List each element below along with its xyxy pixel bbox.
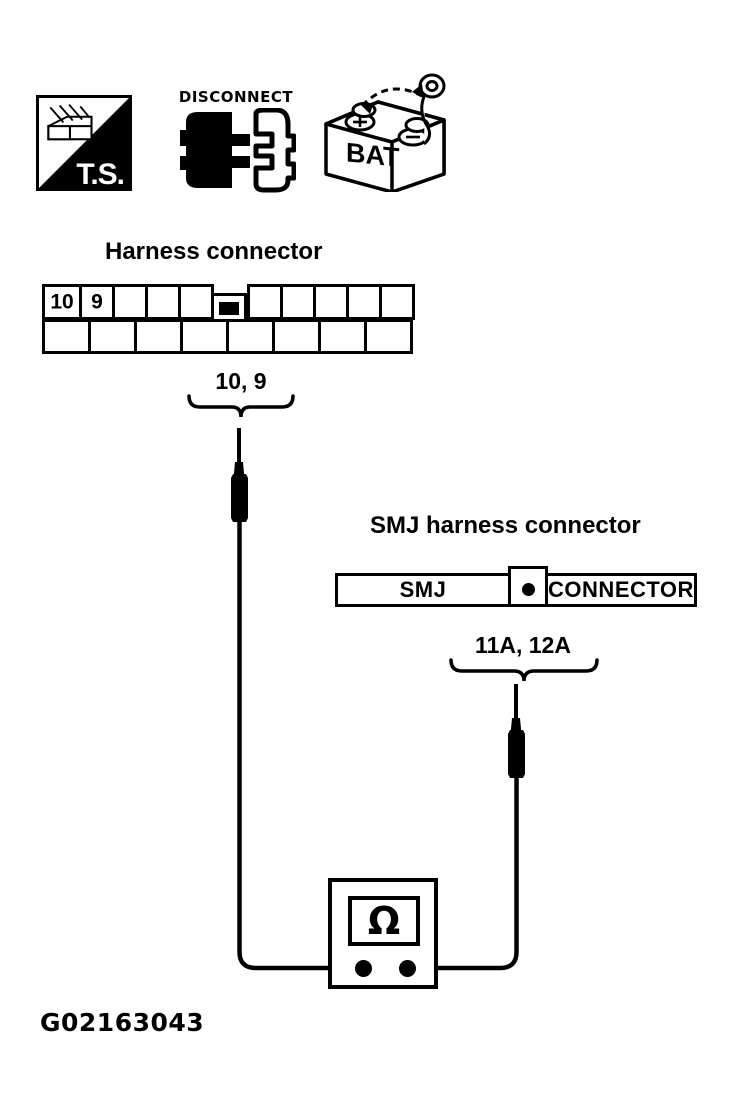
disconnect-label: DISCONNECT <box>178 88 294 106</box>
harness-pin-cell[interactable] <box>379 284 415 320</box>
harness-pin-cell[interactable] <box>145 284 181 320</box>
smj-connector-title: SMJ harness connector <box>370 512 641 539</box>
harness-pin-cell[interactable] <box>134 319 183 354</box>
disconnect-icon: DISCONNECT <box>176 88 296 193</box>
battery-graphic <box>324 73 446 194</box>
harness-pin-cell[interactable] <box>280 284 316 320</box>
ohmmeter[interactable]: Ω <box>328 878 438 989</box>
ohmmeter-terminal-right[interactable] <box>399 960 416 977</box>
harness-bottom-row <box>42 319 413 354</box>
harness-connector-grid: 10 9 <box>42 284 438 354</box>
smj-probe-label: 11A, 12A <box>475 632 571 658</box>
harness-connector-title: Harness connector <box>105 238 323 265</box>
smj-probe-brace <box>449 658 599 682</box>
harness-pin-cell[interactable] <box>88 319 137 354</box>
ohmmeter-display: Ω <box>348 896 420 946</box>
harness-pin-cell[interactable] <box>247 284 283 320</box>
terminal-side-icon: T.S. <box>36 95 132 191</box>
smj-connector-bar: SMJ CONNECTOR <box>335 566 697 607</box>
smj-right-segment[interactable]: CONNECTOR <box>545 573 697 607</box>
battery-icon: BAT <box>318 62 453 194</box>
harness-pin-cell[interactable]: 10 <box>42 284 82 320</box>
harness-pin-cell[interactable] <box>364 319 413 354</box>
harness-pin-cell[interactable] <box>226 319 275 354</box>
harness-probe-label: 10, 9 <box>215 368 267 394</box>
harness-probe-brace <box>187 394 295 418</box>
smj-dot-icon <box>521 583 535 596</box>
smj-left-segment[interactable]: SMJ <box>335 573 511 607</box>
ohmmeter-terminal-left[interactable] <box>355 960 372 977</box>
figure-id-label: G02163043 <box>40 1008 205 1037</box>
ohm-symbol: Ω <box>367 899 401 943</box>
smj-marker-cell[interactable] <box>508 566 548 607</box>
harness-pin-cell[interactable] <box>180 319 229 354</box>
harness-pin-number: 10 <box>50 290 74 314</box>
right-test-probe <box>508 684 525 778</box>
ts-diagonal-fill <box>39 98 129 188</box>
ts-icon-label: T.S. <box>76 158 125 191</box>
disconnect-plug-graphic <box>180 108 296 193</box>
harness-notch-bar <box>219 302 239 315</box>
harness-pin-cell[interactable]: 9 <box>79 284 115 320</box>
harness-pin-number: 9 <box>91 290 103 314</box>
icon-row: T.S. DISCONNECT <box>0 0 735 210</box>
